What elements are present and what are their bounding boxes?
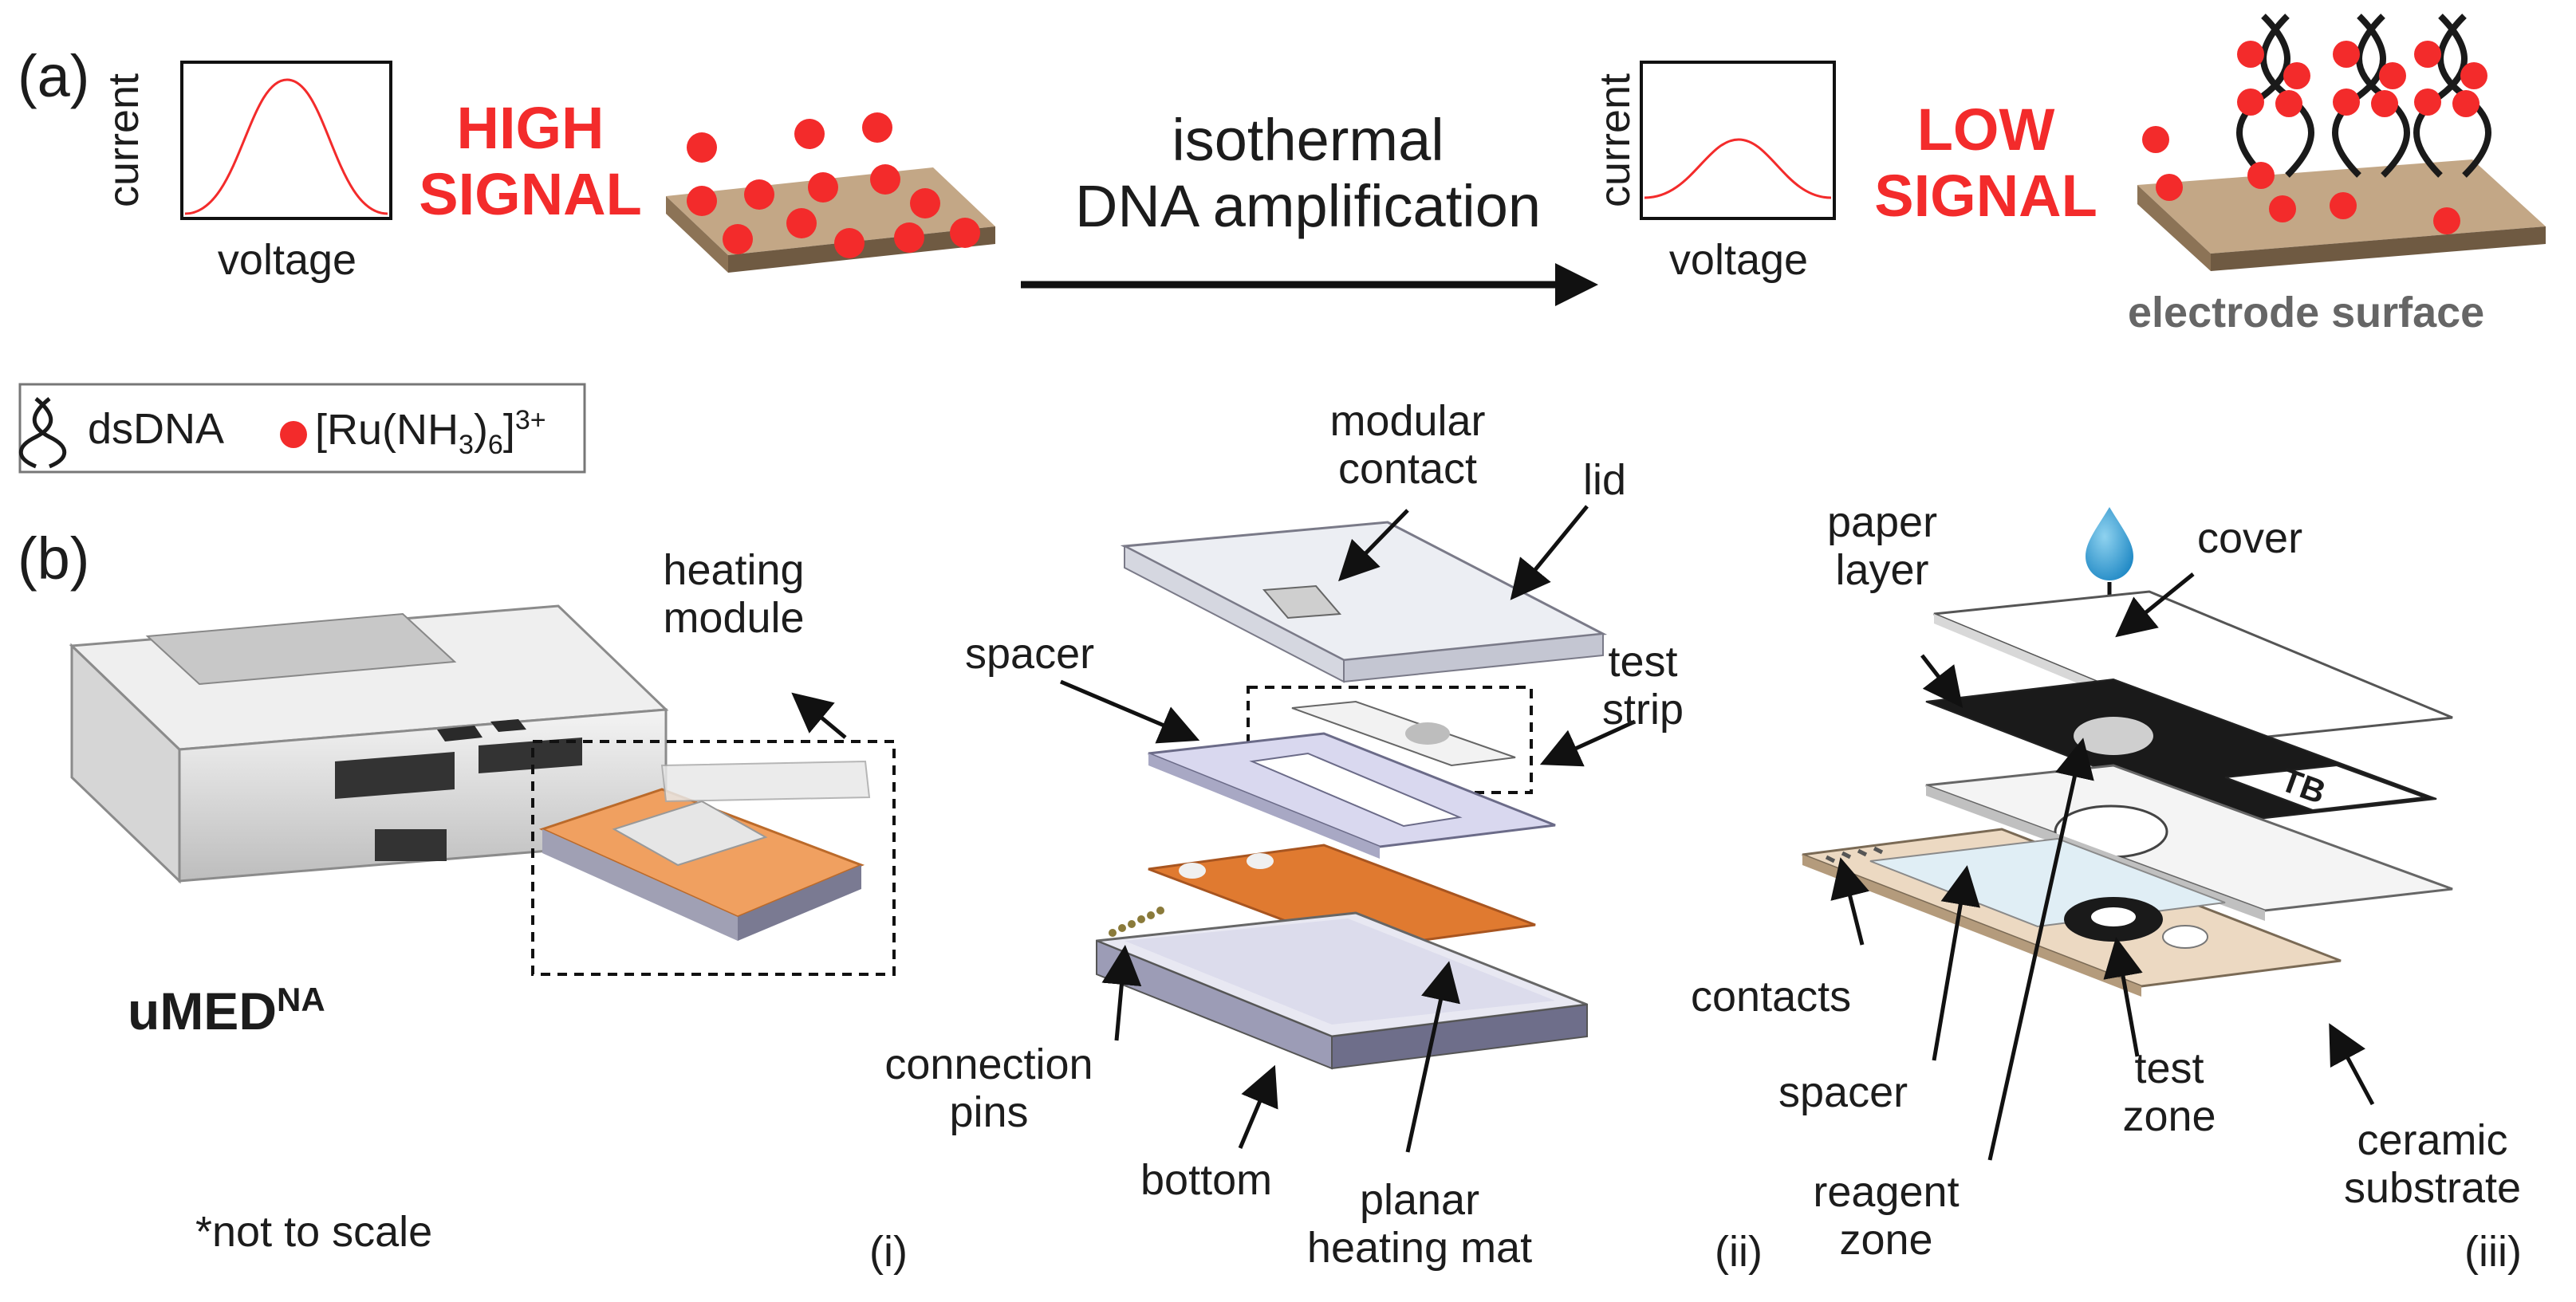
ru-mid: ) bbox=[473, 406, 488, 454]
modular-contact-label: modular contact bbox=[1284, 397, 1531, 494]
test-zone-line1: test bbox=[2134, 1044, 2204, 1092]
heating-module-line2: module bbox=[663, 594, 805, 643]
spacer-i-label: spacer bbox=[965, 630, 1095, 678]
device-name: uMEDNA bbox=[128, 981, 325, 1041]
reagent-zone-line1: reagent bbox=[1813, 1168, 1960, 1216]
umed-device bbox=[69, 604, 896, 976]
planar-heating-mat-label: planar heating mat bbox=[1288, 1176, 1551, 1272]
contacts-label: contacts bbox=[1691, 973, 1852, 1021]
paper-layer-line2: layer bbox=[1835, 546, 1929, 595]
reagent-zone-label: reagent zone bbox=[1786, 1168, 1986, 1265]
spacer-iii-label: spacer bbox=[1778, 1068, 1908, 1116]
ru-prefix: [Ru(NH bbox=[315, 406, 459, 454]
ceramic-substrate-label: ceramic substrate bbox=[2329, 1116, 2536, 1213]
cover-label: cover bbox=[2197, 514, 2303, 562]
heating-module-label: heating module bbox=[614, 546, 853, 643]
electrode-low-signal bbox=[2137, 14, 2546, 271]
paper-layer-label: paper layer bbox=[1806, 498, 1958, 595]
paper-layer-line1: paper bbox=[1826, 498, 1938, 546]
electrode-high-signal bbox=[666, 112, 995, 273]
device-name-sup: NA bbox=[276, 981, 325, 1018]
high-plot-ylabel: current bbox=[99, 73, 148, 208]
test-zone-label: test zone bbox=[2090, 1044, 2249, 1141]
low-plot-ylabel: current bbox=[1590, 73, 1639, 208]
low-signal-plot bbox=[1640, 61, 1836, 220]
modular-contact-line1: modular bbox=[1329, 397, 1486, 445]
panel-b-label: (b) bbox=[18, 525, 90, 592]
test-strip-exploded bbox=[1802, 507, 2453, 1161]
test-zone-line2: zone bbox=[2122, 1092, 2216, 1141]
ceramic-substrate-line2: substrate bbox=[2343, 1164, 2522, 1213]
panel-a-label: (a) bbox=[18, 43, 90, 109]
low-signal-line2: SIGNAL bbox=[1874, 162, 2097, 229]
heating-module-exploded bbox=[1060, 505, 1637, 1153]
ru-sub6: 6 bbox=[487, 429, 503, 460]
test-strip-label: test strip bbox=[1587, 638, 1699, 734]
low-signal-line1: LOW bbox=[1916, 96, 2055, 163]
high-signal-line2: SIGNAL bbox=[419, 160, 642, 227]
ru-sub3: 3 bbox=[459, 429, 474, 460]
lid-label: lid bbox=[1583, 456, 1627, 504]
planar-heating-mat-line1: planar bbox=[1359, 1176, 1480, 1224]
high-signal-text: HIGH SIGNAL bbox=[403, 95, 658, 228]
connection-pins-label: connection pins bbox=[869, 1040, 1109, 1137]
test-strip-line1: test bbox=[1608, 638, 1678, 686]
panel-i-label: (i) bbox=[869, 1228, 908, 1276]
ru-close: ] bbox=[502, 406, 515, 454]
not-to-scale-note: *not to scale bbox=[195, 1208, 433, 1256]
connection-pins-line1: connection bbox=[884, 1040, 1093, 1088]
ru-legend-dot bbox=[280, 421, 307, 448]
test-strip-line2: strip bbox=[1601, 686, 1684, 734]
planar-heating-mat-line2: heating mat bbox=[1306, 1224, 1533, 1272]
reagent-zone-line2: zone bbox=[1839, 1216, 1933, 1265]
electrode-surface-label: electrode surface bbox=[2128, 289, 2485, 336]
connection-pins-line2: pins bbox=[949, 1088, 1029, 1137]
amplification-line2: DNA amplification bbox=[1074, 172, 1541, 239]
device-name-main: uMED bbox=[128, 981, 277, 1040]
high-plot-xlabel: voltage bbox=[217, 236, 357, 284]
amplification-text: isothermal DNA amplification bbox=[1005, 107, 1611, 240]
legend-ru-label: [Ru(NH3)6]3+ bbox=[315, 405, 546, 460]
panel-ii-label: (ii) bbox=[1715, 1228, 1763, 1276]
legend-box bbox=[18, 383, 586, 474]
ceramic-substrate-line1: ceramic bbox=[2357, 1116, 2508, 1164]
high-signal-line1: HIGH bbox=[456, 95, 605, 161]
low-plot-xlabel: voltage bbox=[1668, 236, 1809, 284]
bottom-label: bottom bbox=[1140, 1156, 1273, 1204]
low-signal-text: LOW SIGNAL bbox=[1858, 96, 2113, 230]
sample-drop-icon bbox=[2086, 507, 2133, 580]
amplification-line1: isothermal bbox=[1172, 107, 1444, 173]
panel-iii-label: (iii) bbox=[2464, 1228, 2522, 1276]
modular-contact-line2: contact bbox=[1337, 445, 1478, 494]
high-signal-plot bbox=[180, 61, 392, 220]
legend-dsdna-label: dsDNA bbox=[88, 405, 225, 453]
ru-sup: 3+ bbox=[514, 405, 546, 435]
heating-module-line1: heating bbox=[663, 546, 805, 594]
